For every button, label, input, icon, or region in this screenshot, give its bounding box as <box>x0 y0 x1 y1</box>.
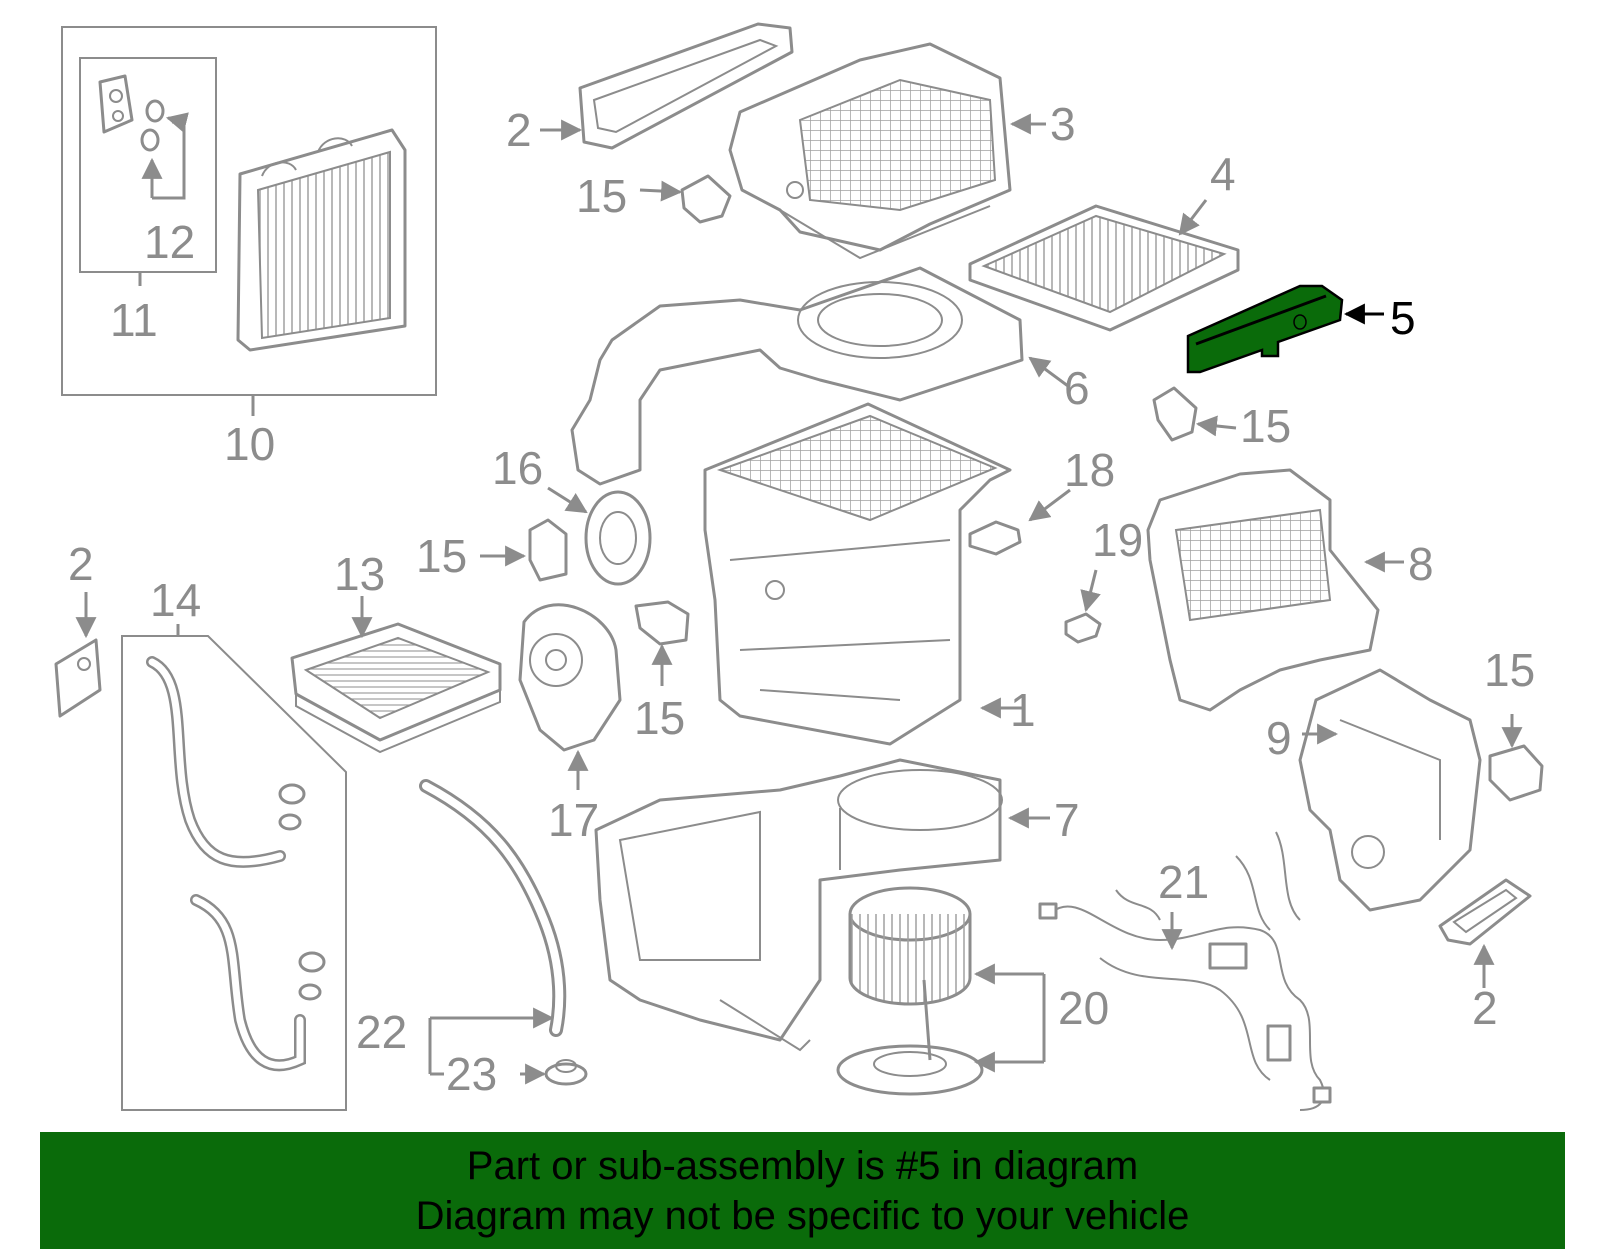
distribution-case[interactable] <box>1146 468 1380 712</box>
banner-line-2: Diagram may not be specific to your vehi… <box>415 1193 1190 1238</box>
callout-21: 21 <box>1158 856 1209 908</box>
servo-motor-left[interactable] <box>528 518 568 582</box>
cabin-air-filter[interactable] <box>968 204 1240 332</box>
heater-core[interactable] <box>290 622 502 754</box>
callout-6: 6 <box>1064 362 1090 414</box>
callout-labels: 1 2 2 2 3 4 5 6 7 8 9 10 11 12 13 14 15 … <box>68 98 1535 1100</box>
callout-4: 4 <box>1210 148 1236 200</box>
heater-pipes-box[interactable] <box>121 635 347 1111</box>
callout-10: 10 <box>224 418 275 470</box>
servo-motor-top[interactable] <box>680 174 732 224</box>
o-rings[interactable] <box>140 99 189 200</box>
sensor-18[interactable] <box>968 520 1022 556</box>
callout-20: 20 <box>1058 982 1109 1034</box>
sensor-19[interactable] <box>1064 612 1102 644</box>
callout-14: 14 <box>150 574 201 626</box>
actuator-17[interactable] <box>518 603 622 752</box>
callout-2-left: 2 <box>68 538 94 590</box>
wiring-harness[interactable] <box>1038 831 1332 1111</box>
callout-13: 13 <box>334 548 385 600</box>
callout-23: 23 <box>446 1048 497 1100</box>
upper-case[interactable] <box>728 42 1012 260</box>
callout-15-top: 15 <box>576 170 627 222</box>
callout-11: 11 <box>110 294 158 346</box>
servo-motor-far-right[interactable] <box>1488 744 1544 802</box>
callout-15-far-right: 15 <box>1484 644 1535 696</box>
callout-1: 1 <box>1010 684 1036 736</box>
grommet[interactable] <box>544 1059 588 1086</box>
drain-hose[interactable] <box>419 779 567 1037</box>
evaporator-kit-box <box>61 26 437 416</box>
callout-3: 3 <box>1050 98 1076 150</box>
servo-motor-center[interactable] <box>634 600 690 646</box>
servo-motor-right[interactable] <box>1152 386 1198 442</box>
highlighted-part-5[interactable] <box>1186 284 1344 374</box>
callout-9: 9 <box>1266 712 1292 764</box>
callout-8: 8 <box>1408 538 1434 590</box>
callout-7: 7 <box>1054 794 1080 846</box>
actuator-16[interactable] <box>584 490 652 586</box>
seal-gasket-top[interactable] <box>578 22 794 150</box>
callout-19: 19 <box>1092 514 1143 566</box>
banner-line-1: Part or sub-assembly is #5 in diagram <box>466 1143 1139 1188</box>
callout-17: 17 <box>548 794 599 846</box>
callout-15-center: 15 <box>634 692 685 744</box>
evaporator-core[interactable] <box>236 128 407 352</box>
seal-left[interactable] <box>54 638 102 718</box>
info-banner: Part or sub-assembly is #5 in diagram Di… <box>40 1132 1565 1249</box>
callout-15-left: 15 <box>416 530 467 582</box>
callout-2-right: 2 <box>1472 982 1498 1034</box>
main-case[interactable] <box>703 402 1012 746</box>
lower-case[interactable] <box>594 758 1003 1052</box>
seal-gasket-right[interactable] <box>1438 878 1532 946</box>
blower-motor[interactable] <box>836 886 984 1096</box>
callout-5: 5 <box>1390 292 1416 344</box>
blower-upper-housing[interactable] <box>570 266 1024 486</box>
callout-16: 16 <box>492 442 543 494</box>
callout-22: 22 <box>356 1006 407 1058</box>
expansion-valve[interactable] <box>98 74 134 134</box>
leader-lines <box>75 113 1523 1085</box>
callout-18: 18 <box>1064 444 1115 496</box>
callout-15-right: 15 <box>1240 400 1291 452</box>
callout-12: 12 <box>144 216 195 268</box>
callout-2-top: 2 <box>506 104 532 156</box>
mode-actuator-housing[interactable] <box>1298 668 1482 912</box>
